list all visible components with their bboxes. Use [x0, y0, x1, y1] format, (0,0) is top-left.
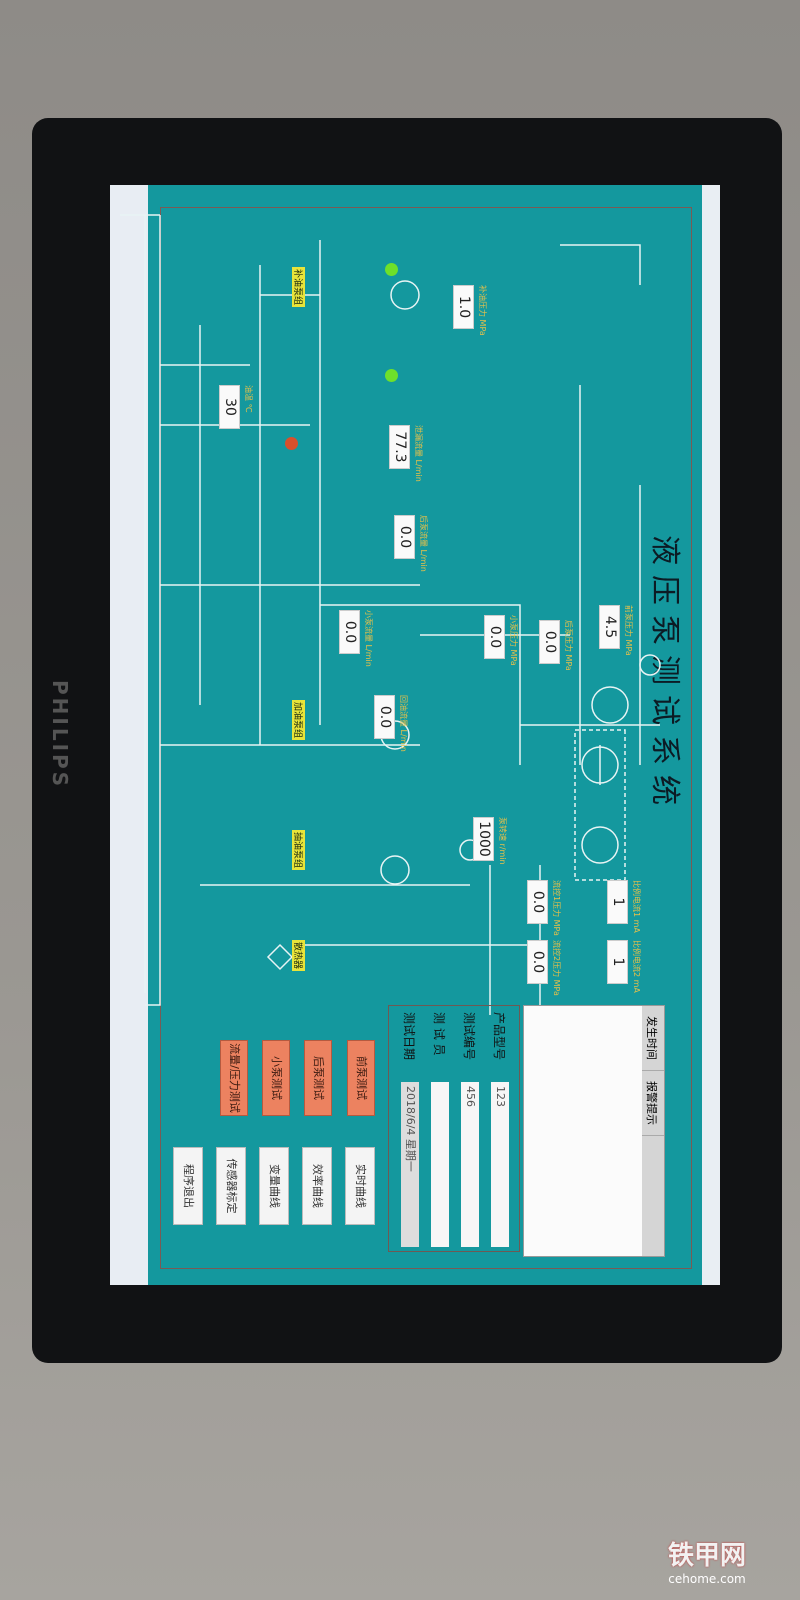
alarm-table[interactable]: 发生时间 报警提示 [523, 1005, 665, 1257]
prop-current2-value: 1 [607, 940, 628, 984]
prop-current1-label: 比例电流1 mA [632, 880, 641, 933]
sensor-calibration-button[interactable]: 传感器标定 [216, 1147, 246, 1225]
model-label: 产品型号 [492, 1012, 507, 1061]
leak-flow-label: 泄漏流量 L/min [414, 425, 423, 482]
rear-pump-test-button[interactable]: 后泵测试 [304, 1040, 332, 1116]
rear-pump-pressure-value: 0.0 [539, 620, 560, 664]
status-light-green-2 [385, 369, 398, 382]
info-row-model: 产品型号 123 [489, 1012, 511, 1247]
date-field[interactable]: 2018/6/4 星期一 [401, 1082, 419, 1247]
flow-ctrl2-pressure-label: 流控2压力 MPa [552, 940, 561, 996]
info-row-tester: 测 试 员 [429, 1012, 451, 1247]
front-pump-pressure-label: 前泵压力 MPa [624, 605, 633, 656]
charge-pressure-label: 补油压力 MPa [478, 285, 487, 336]
main-line [160, 240, 420, 746]
rear-pump-flow-value: 0.0 [394, 515, 415, 559]
realtime-curve-button[interactable]: 实时曲线 [345, 1147, 375, 1225]
exit-program-button[interactable]: 程序退出 [173, 1147, 203, 1225]
charge-pressure-value: 1.0 [453, 285, 474, 329]
flow-pressure-test-button[interactable]: 流量/压力测试 [220, 1040, 248, 1116]
prop-current2-label: 比例电流2 mA [632, 940, 641, 993]
leak-flow-value: 77.3 [389, 425, 410, 469]
flow-ctrl1-pressure-label: 流控1压力 MPa [552, 880, 561, 936]
watermark-name: 铁甲网 [668, 1541, 747, 1571]
watermark-site: cehome.com [668, 1572, 746, 1586]
front-pump-test-button[interactable]: 前泵测试 [347, 1040, 375, 1116]
oil-temp-value: 30 [219, 385, 240, 429]
pump-symbol-1 [581, 746, 619, 784]
status-light-green-1 [385, 263, 398, 276]
alarm-col-message: 报警提示 [642, 1071, 664, 1136]
small-pump-pressure-value: 0.0 [484, 615, 505, 659]
alarm-col-time: 发生时间 [642, 1006, 664, 1071]
motor-symbol [639, 654, 661, 676]
pump-speed-label: 泵转速 r/min [498, 817, 507, 865]
charge-pump-group-label: 补油泵组 [292, 267, 305, 308]
pump-symbol-3 [380, 855, 410, 885]
test-no-input[interactable]: 456 [461, 1082, 479, 1247]
variable-curve-button[interactable]: 变量曲线 [259, 1147, 289, 1225]
flow-ctrl1-pressure-value: 0.0 [527, 880, 548, 924]
small-pump-test-button[interactable]: 小泵测试 [262, 1040, 290, 1116]
pump-symbol-2 [581, 826, 619, 864]
tester-label: 测 试 员 [432, 1012, 447, 1056]
main-pump-symbol [591, 686, 629, 724]
tester-input[interactable] [431, 1082, 449, 1247]
fill-pump-group-label: 加油泵组 [292, 700, 305, 741]
return-flow-label: 回油流量 L/min [399, 695, 408, 752]
monitor-brand: PHILIPS [48, 680, 72, 790]
small-pump-pressure-label: 小泵压力 MPa [509, 615, 518, 666]
rear-pump-pressure-label: 后泵压力 MPa [564, 620, 573, 671]
tank-outline [120, 214, 161, 1006]
cooler-symbol [266, 943, 294, 971]
efficiency-curve-button[interactable]: 效率曲线 [302, 1147, 332, 1225]
alarm-table-header: 发生时间 报警提示 [642, 1006, 664, 1256]
watermark: 铁甲网 cehome.com [668, 1535, 746, 1586]
flow-ctrl2-pressure-value: 0.0 [527, 940, 548, 984]
status-light-red [285, 437, 298, 450]
date-label: 测试日期 [402, 1012, 417, 1061]
prop-current1-value: 1 [607, 880, 628, 924]
info-row-date: 测试日期 2018/6/4 星期一 [399, 1012, 421, 1247]
small-pump-flow-label: 小泵流量 L/min [364, 610, 373, 667]
oil-temp-label: 油温 ℃ [244, 385, 253, 413]
test-no-label: 测试编号 [462, 1012, 477, 1061]
hmi-screen: 液压泵测试系统 前泵压力 MPa 4.5 后泵压力 MPa 0.0 小泵压力 M… [110, 185, 720, 1285]
pump-lines [200, 244, 660, 1015]
small-pump-flow-value: 0.0 [339, 610, 360, 654]
pump-housing [574, 729, 626, 881]
rear-pump-flow-label: 后泵流量 L/min [419, 515, 428, 572]
model-input[interactable]: 123 [491, 1082, 509, 1247]
test-info-panel: 产品型号 123 测试编号 456 测 试 员 测试日期 2018/6/4 星期一 [388, 1005, 520, 1252]
front-pump-pressure-value: 4.5 [599, 605, 620, 649]
return-flow-value: 0.0 [374, 695, 395, 739]
pump-speed-value: 1000 [473, 817, 494, 861]
cooler-label: 散热器 [292, 940, 305, 972]
pump-symbol-4 [390, 280, 420, 310]
drain-pump-group-label: 抽油泵组 [292, 830, 305, 871]
info-row-test-no: 测试编号 456 [459, 1012, 481, 1247]
